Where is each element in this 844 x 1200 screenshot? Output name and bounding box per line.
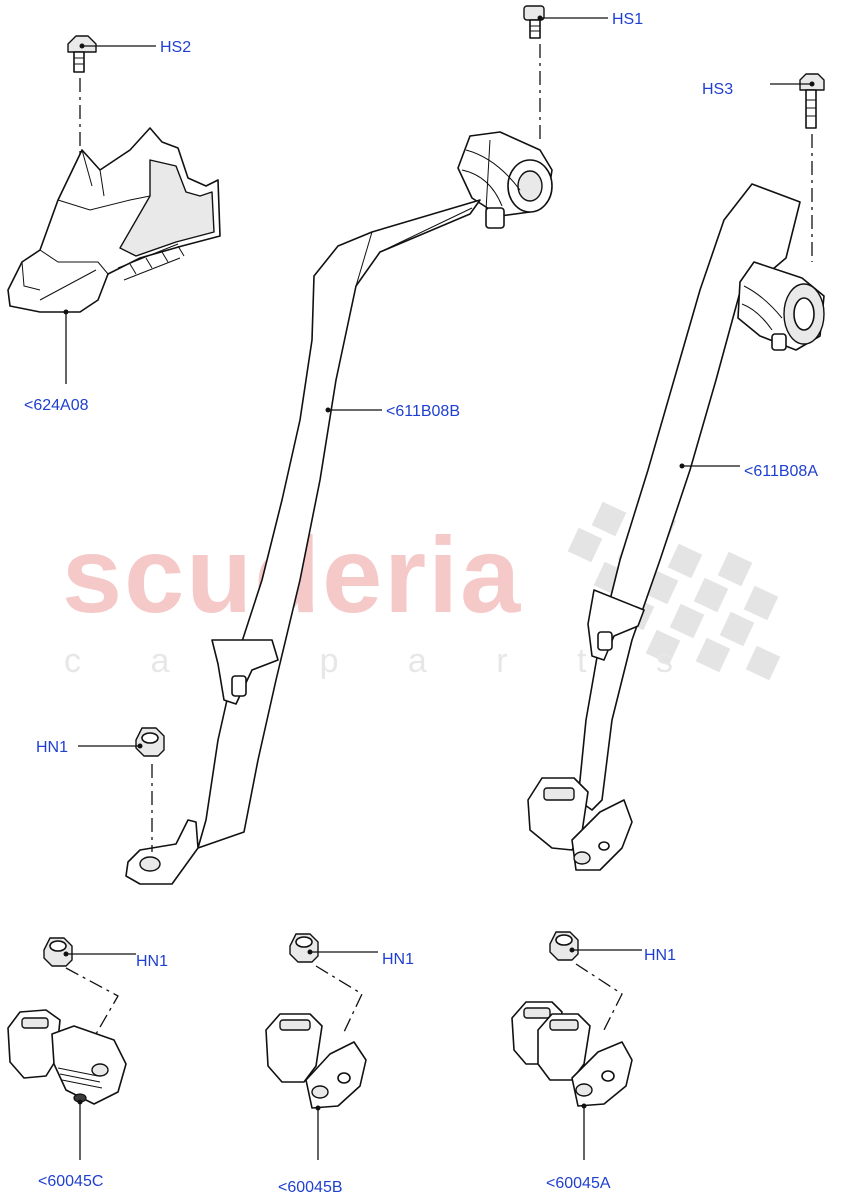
callout-hn1-top[interactable]: HN1 (36, 739, 68, 756)
callout-hs1[interactable]: HS1 (612, 11, 643, 28)
callout-hn1-bottom-left[interactable]: HN1 (136, 953, 168, 970)
bolt-hs1 (523, 5, 608, 140)
callout-hn1-bottom-right[interactable]: HN1 (644, 947, 676, 964)
seat-belt-left (125, 131, 553, 885)
retractor-left (457, 131, 553, 229)
checkered-flag-icon (567, 501, 781, 681)
seat-belt-right (527, 183, 825, 871)
watermark: scuderia c a r p a r t s (62, 501, 781, 681)
callout-trim-panel[interactable]: <624A08 (24, 397, 89, 414)
callout-hn1-bottom-mid[interactable]: HN1 (382, 951, 414, 968)
callout-buckle-left[interactable]: <60045C (38, 1173, 103, 1190)
buckle-mid (265, 933, 378, 1160)
retractor-right (737, 261, 825, 351)
bolt-hs3 (770, 73, 825, 262)
buckle-right (511, 931, 642, 1160)
callout-belt-left[interactable]: <611B08B (386, 403, 460, 420)
callout-hs3[interactable]: HS3 (702, 81, 733, 98)
nut-hn1-top (78, 727, 165, 852)
trim-panel (7, 127, 221, 384)
watermark-tagline: c a r p a r t s (64, 642, 703, 680)
buckle-left (7, 937, 136, 1160)
callout-buckle-mid[interactable]: <60045B (278, 1179, 343, 1196)
callout-belt-right[interactable]: <611B08A (744, 463, 818, 480)
callout-buckle-right[interactable]: <60045A (546, 1175, 611, 1192)
callout-hs2[interactable]: HS2 (160, 39, 191, 56)
